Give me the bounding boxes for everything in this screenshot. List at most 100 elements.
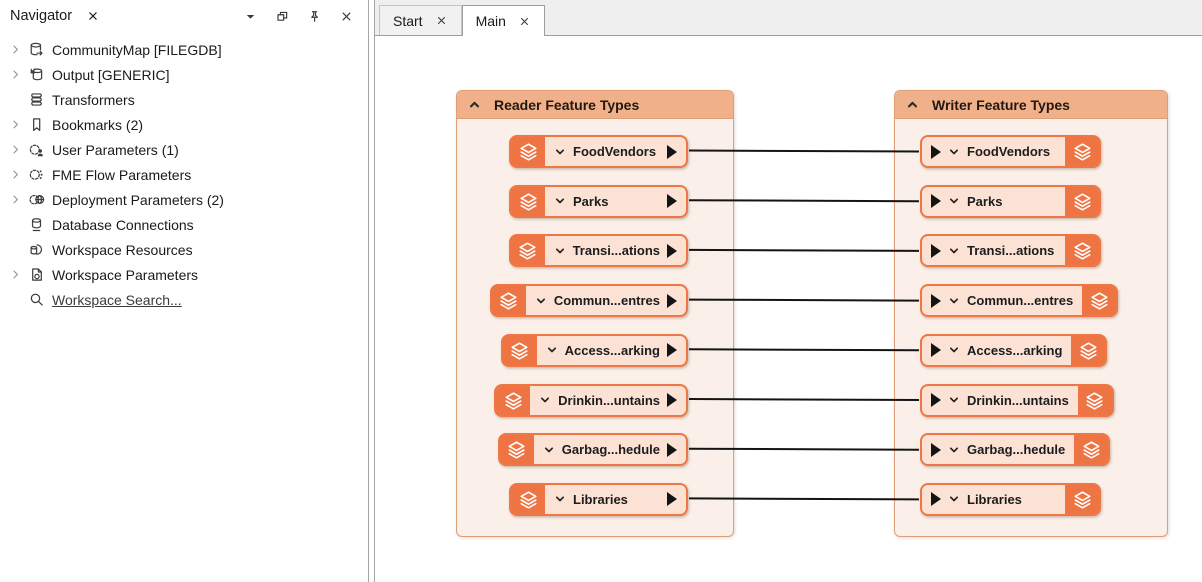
expand-chevron-down-icon[interactable] <box>539 394 551 406</box>
output-port[interactable] <box>667 243 677 258</box>
reader-feature-type-transi-ations[interactable]: Transi...ations <box>508 234 688 268</box>
reader-feature-type-libraries[interactable]: Libraries <box>509 482 688 516</box>
writer-feature-type-commun-entres[interactable]: Commun...entres <box>920 284 1119 318</box>
output-port[interactable] <box>667 442 677 457</box>
output-port[interactable] <box>667 293 677 308</box>
writer-feature-type-parks[interactable]: Parks <box>920 184 1101 218</box>
writer-feature-type-garbag-hedule[interactable]: Garbag...hedule <box>920 433 1111 467</box>
chevron-up-icon[interactable] <box>906 98 919 111</box>
input-port[interactable] <box>931 194 941 209</box>
reader-feature-type-commun-entres[interactable]: Commun...entres <box>489 284 688 318</box>
navigator-item-label[interactable]: Workspace Search... <box>52 291 182 308</box>
navigator-item-workspace-resources[interactable]: Workspace Resources <box>0 237 368 262</box>
tab-close-icon[interactable] <box>518 15 531 28</box>
expander-chevron-right-icon[interactable] <box>9 68 28 81</box>
reader-feature-type-access-arking[interactable]: Access...arking <box>500 333 688 367</box>
chevron-up-icon[interactable] <box>468 98 481 111</box>
expand-chevron-down-icon[interactable] <box>554 195 566 207</box>
chevron-right-icon[interactable] <box>9 168 22 181</box>
expander-chevron-right-icon[interactable] <box>9 43 28 56</box>
output-port[interactable] <box>667 194 677 209</box>
chevron-right-icon[interactable] <box>9 43 22 56</box>
writer-feature-type-access-arking[interactable]: Access...arking <box>920 333 1108 367</box>
expand-chevron-down-icon[interactable] <box>948 245 960 257</box>
close-icon[interactable] <box>435 14 448 27</box>
writer-bookmark-header[interactable]: Writer Feature Types <box>895 91 1167 119</box>
collapse-chevron-up-icon[interactable] <box>468 98 481 111</box>
expand-chevron-down-icon[interactable] <box>948 394 960 406</box>
expander-chevron-right-icon[interactable] <box>9 143 28 156</box>
output-port[interactable] <box>667 393 677 407</box>
navigator-item-fme-flow-parameters[interactable]: FME Flow Parameters <box>0 162 368 187</box>
float-window-icon[interactable] <box>275 9 290 24</box>
reader-feature-type-parks[interactable]: Parks <box>509 184 688 218</box>
close-icon[interactable] <box>518 15 531 28</box>
dropdown-caret-icon[interactable] <box>243 9 258 24</box>
navigator-item-bookmarks-2[interactable]: Bookmarks (2) <box>0 112 368 137</box>
expand-chevron-down-icon[interactable] <box>546 344 558 356</box>
input-port[interactable] <box>931 293 941 308</box>
output-port[interactable] <box>667 144 677 159</box>
tab-close-icon[interactable] <box>435 14 448 27</box>
navigator-item-transformers[interactable]: Transformers <box>0 87 368 112</box>
reader-bookmark-header[interactable]: Reader Feature Types <box>457 91 733 119</box>
pin-icon[interactable] <box>307 9 322 24</box>
tab-start[interactable]: Start <box>379 5 462 35</box>
navigator-item-database-connections[interactable]: Database Connections <box>0 212 368 237</box>
collapse-chevron-up-icon[interactable] <box>906 98 919 111</box>
tab-main[interactable]: Main <box>461 5 545 36</box>
reader-feature-type-drinkin-untains[interactable]: Drinkin...untains <box>494 383 688 417</box>
writer-feature-type-transi-ations[interactable]: Transi...ations <box>920 234 1101 268</box>
panel-splitter[interactable] <box>368 0 375 582</box>
expand-chevron-down-icon[interactable] <box>948 493 960 505</box>
expand-chevron-down-icon[interactable] <box>948 295 960 307</box>
close-icon[interactable] <box>339 9 354 24</box>
writer-feature-type-foodvendors[interactable]: FoodVendors <box>920 135 1101 168</box>
chevron-right-icon[interactable] <box>9 68 22 81</box>
navigator-item-workspace-search[interactable]: Workspace Search... <box>0 287 368 312</box>
expander-chevron-right-icon[interactable] <box>9 118 28 131</box>
expander-chevron-right-icon[interactable] <box>9 193 28 206</box>
chevron-right-icon[interactable] <box>9 143 22 156</box>
expander-chevron-right-icon[interactable] <box>9 268 28 281</box>
reader-feature-type-foodvendors[interactable]: FoodVendors <box>509 135 688 168</box>
navigator-item-deployment-parameters-2[interactable]: Deployment Parameters (2) <box>0 187 368 212</box>
expand-chevron-down-icon[interactable] <box>948 444 960 456</box>
navigator-close-icon[interactable] <box>86 9 100 23</box>
layers-icon <box>511 137 545 166</box>
expand-chevron-down-icon[interactable] <box>948 344 960 356</box>
reader-feature-type-garbag-hedule[interactable]: Garbag...hedule <box>497 433 688 467</box>
close-icon[interactable] <box>86 9 100 23</box>
chevron-right-icon[interactable] <box>9 193 22 206</box>
expand-chevron-down-icon[interactable] <box>948 195 960 207</box>
input-port[interactable] <box>931 442 941 457</box>
input-port[interactable] <box>931 144 941 159</box>
chevron-right-icon[interactable] <box>9 118 22 131</box>
input-port[interactable] <box>931 243 941 258</box>
input-port[interactable] <box>931 393 941 407</box>
navigator-item-user-parameters-1[interactable]: User Parameters (1) <box>0 137 368 162</box>
writer-feature-type-libraries[interactable]: Libraries <box>920 482 1101 516</box>
chevron-right-icon[interactable] <box>9 268 22 281</box>
expand-chevron-down-icon[interactable] <box>543 444 555 456</box>
expand-chevron-down-icon[interactable] <box>535 295 547 307</box>
expander-chevron-right-icon[interactable] <box>9 168 28 181</box>
feature-type-label: Transi...ations <box>967 243 1055 259</box>
feature-type-body: Access...arking <box>922 336 1071 365</box>
navigator-item-communitymap-filegdb[interactable]: CommunityMap [FILEGDB] <box>0 37 368 62</box>
output-port[interactable] <box>667 492 677 507</box>
input-port[interactable] <box>931 343 941 358</box>
expand-chevron-down-icon[interactable] <box>554 245 566 257</box>
writer-feature-type-drinkin-untains[interactable]: Drinkin...untains <box>920 383 1114 417</box>
navigator-item-workspace-parameters[interactable]: Workspace Parameters <box>0 262 368 287</box>
navigator-item-output-generic[interactable]: Output [GENERIC] <box>0 62 368 87</box>
output-port[interactable] <box>667 343 677 358</box>
expand-chevron-down-icon[interactable] <box>948 146 960 158</box>
expand-chevron-down-icon[interactable] <box>554 146 566 158</box>
navigator-item-label: FME Flow Parameters <box>52 166 192 183</box>
input-port[interactable] <box>931 492 941 507</box>
expand-chevron-down-icon[interactable] <box>554 493 566 505</box>
